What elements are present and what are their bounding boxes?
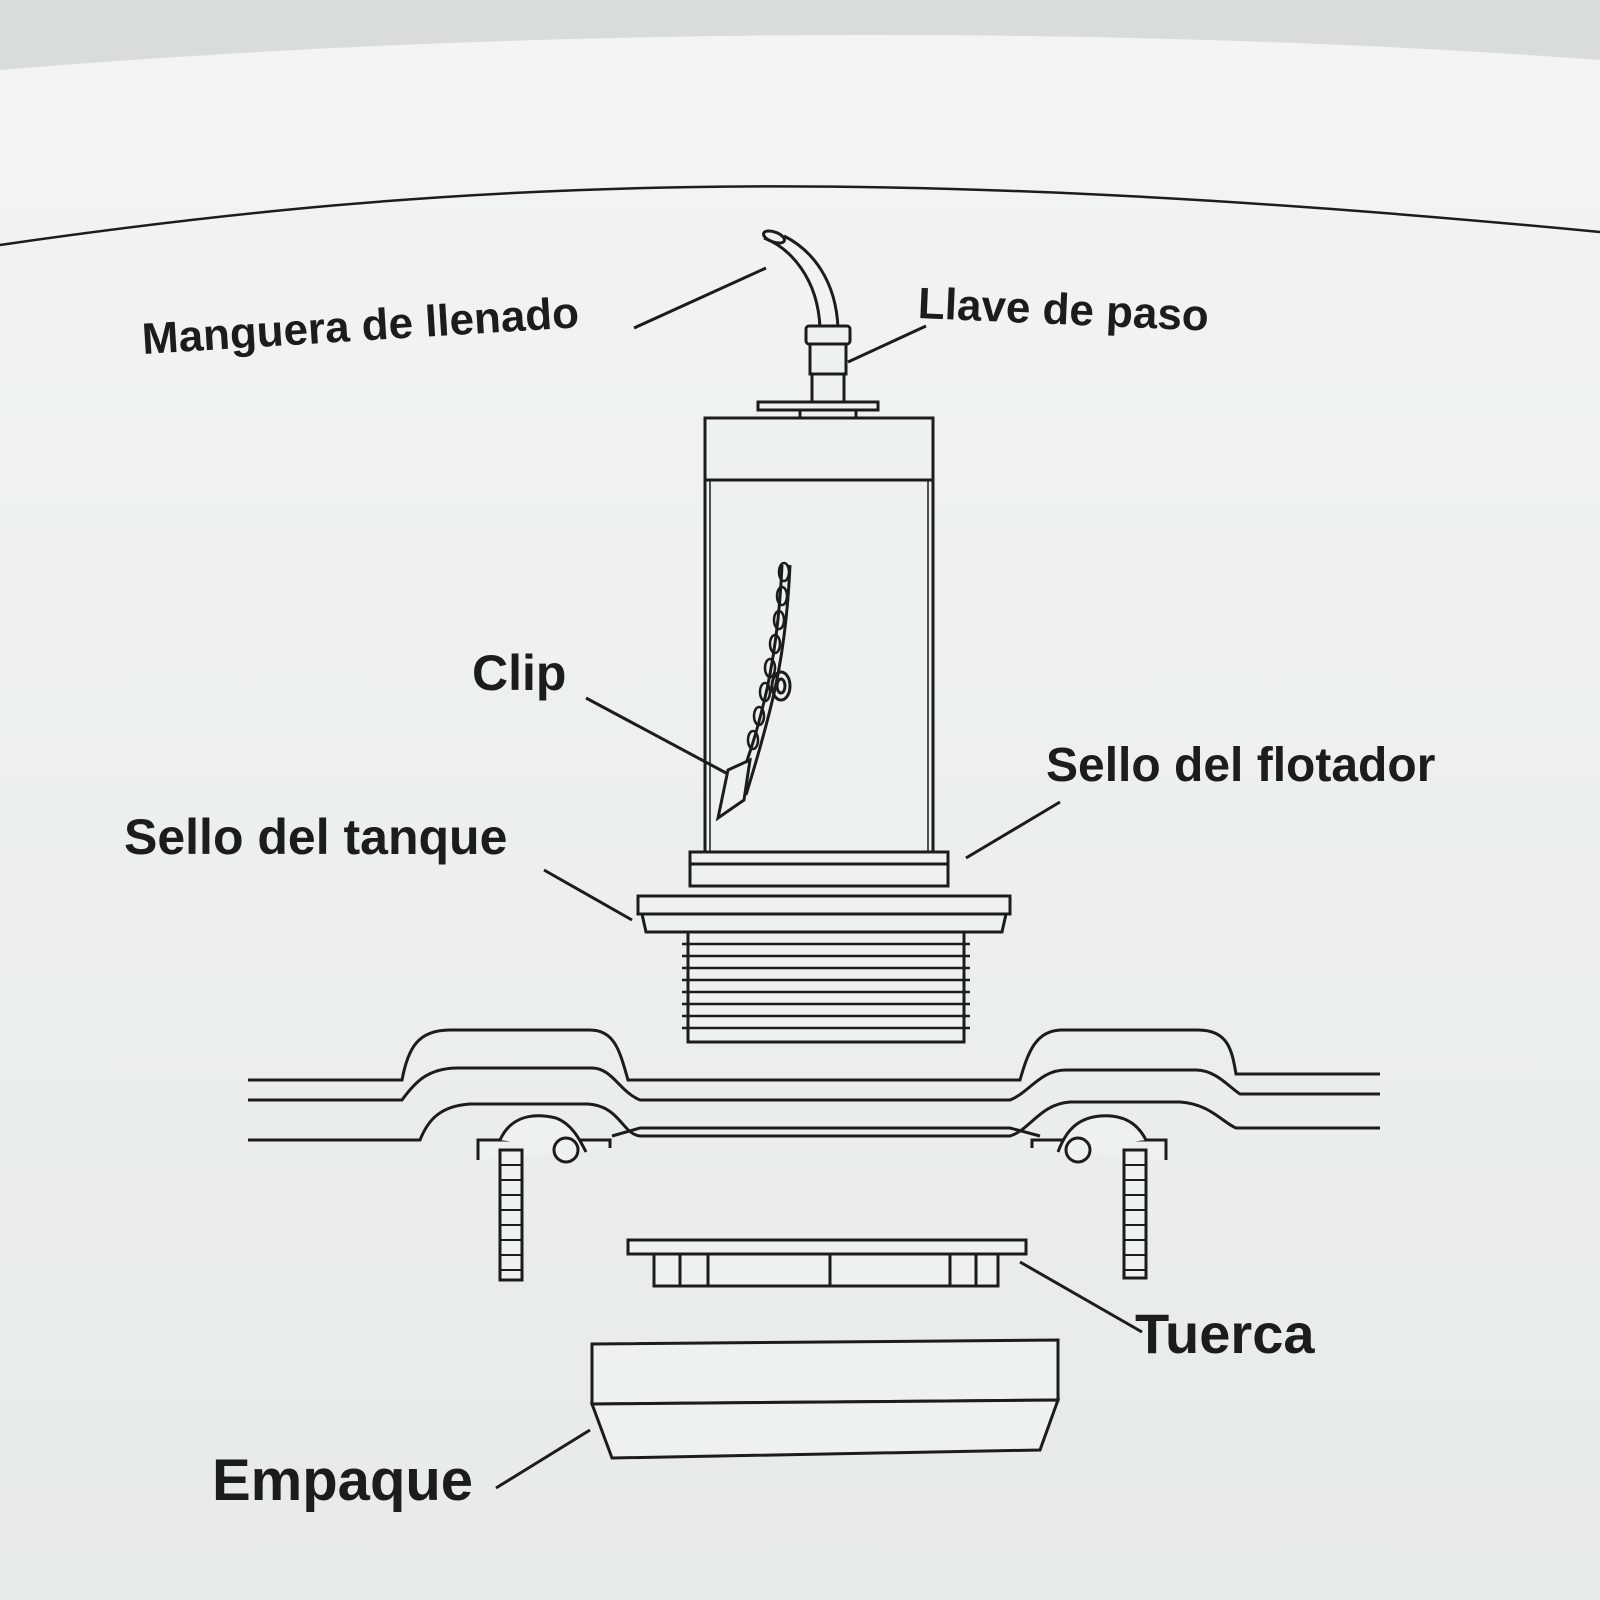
label-clip: Clip xyxy=(472,645,567,701)
fill-hose xyxy=(762,229,840,329)
float-seal xyxy=(688,850,950,888)
leader-shutoff-valve xyxy=(847,324,927,364)
leader-tank-seal xyxy=(543,868,633,922)
leader-clip xyxy=(585,696,729,776)
shutoff-valve xyxy=(756,324,880,422)
bolt-left xyxy=(476,1114,612,1282)
leader-float-seal xyxy=(965,800,1061,860)
label-gasket: Empaque xyxy=(212,1448,474,1513)
leader-lines xyxy=(495,266,1143,1490)
label-float-seal: Sello del flotador xyxy=(1046,739,1436,792)
label-tank-seal: Sello del tanque xyxy=(124,809,508,865)
gasket xyxy=(589,1338,1061,1460)
clip xyxy=(715,757,752,822)
nut xyxy=(626,1238,1028,1288)
leader-fill-hose xyxy=(633,266,767,330)
leader-gasket xyxy=(495,1428,591,1490)
tank-bottom xyxy=(248,1028,1380,1142)
threaded-shank xyxy=(682,930,970,1044)
label-nut: Tuerca xyxy=(1135,1302,1315,1365)
tank-seal xyxy=(636,894,1012,934)
leader-nut xyxy=(1019,1260,1143,1334)
bolt-right xyxy=(1030,1114,1168,1280)
